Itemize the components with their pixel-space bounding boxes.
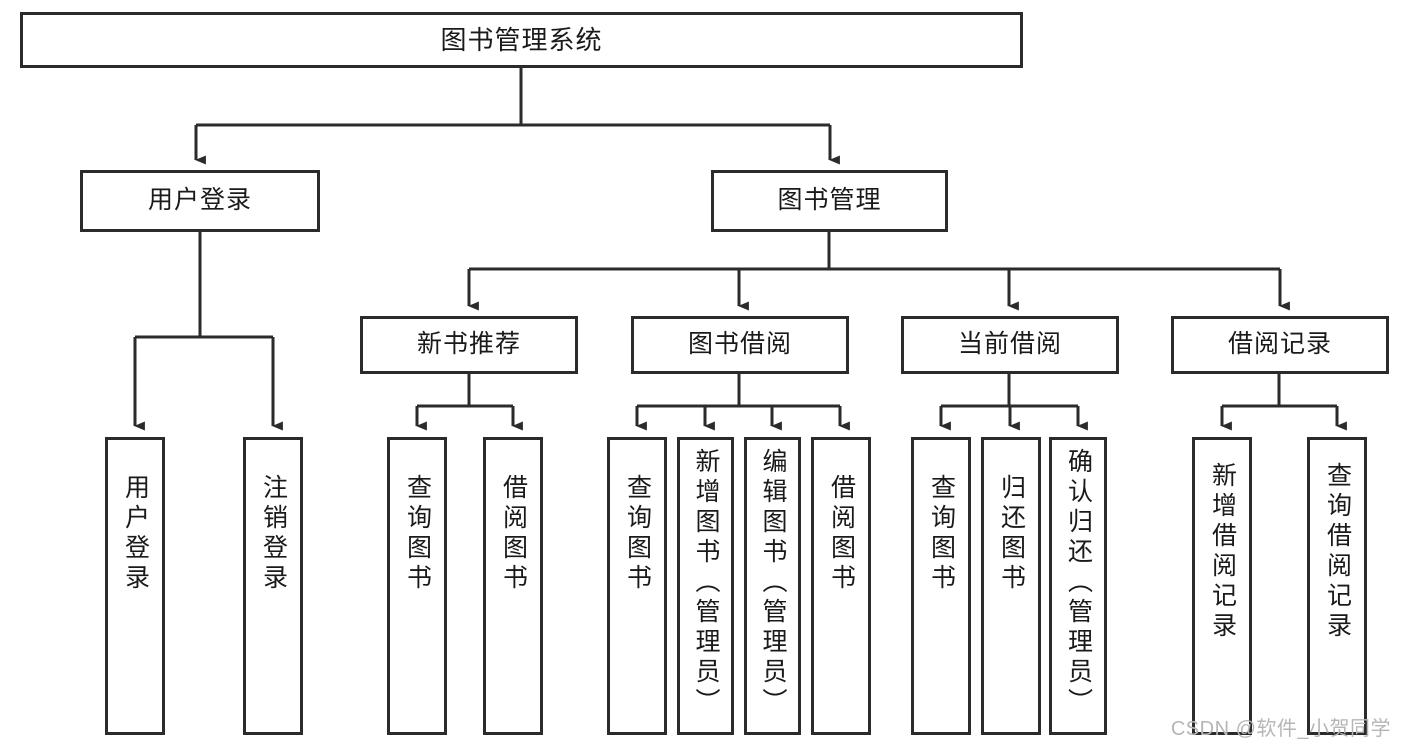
node-label: 图书管理系统 (440, 24, 603, 55)
node-label: 查询借阅记录 (1323, 462, 1352, 642)
node-label: 用户登录 (147, 186, 252, 215)
node-label: 查询图书 (403, 474, 432, 594)
node-label: 归还图书 (997, 474, 1026, 594)
node-label: 新增借阅记录 (1208, 462, 1237, 642)
leaf-confirm-return-admin[interactable]: 确认归还（管理员） (1049, 437, 1107, 735)
node-current-borrow[interactable]: 当前借阅 (901, 316, 1119, 374)
node-label: 借阅记录 (1227, 330, 1332, 359)
node-user-login[interactable]: 用户登录 (80, 170, 320, 232)
leaf-add-borrow-record[interactable]: 新增借阅记录 (1192, 437, 1252, 735)
node-book-management[interactable]: 图书管理 (711, 170, 948, 232)
leaf-edit-book-admin[interactable]: 编辑图书（管理员） (744, 437, 801, 735)
node-label: 编辑图书（管理员） (759, 448, 787, 718)
leaf-query-book-recommend[interactable]: 查询图书 (387, 437, 447, 735)
node-borrow-record[interactable]: 借阅记录 (1171, 316, 1389, 374)
leaf-logout[interactable]: 注销登录 (243, 437, 303, 735)
node-root[interactable]: 图书管理系统 (20, 12, 1023, 68)
node-label: 查询图书 (623, 474, 652, 594)
node-label: 图书管理 (777, 186, 882, 215)
node-new-book-recommend[interactable]: 新书推荐 (360, 316, 578, 374)
leaf-query-book-borrow[interactable]: 查询图书 (607, 437, 667, 735)
node-label: 借阅图书 (499, 474, 528, 594)
leaf-add-book-admin[interactable]: 新增图书（管理员） (677, 437, 734, 735)
node-label: 确认归还（管理员） (1064, 448, 1093, 718)
node-label: 查询图书 (927, 474, 956, 594)
node-label: 注销登录 (259, 474, 288, 594)
node-label: 图书借阅 (687, 330, 792, 359)
csdn-watermark: CSDN @软件_小贺同学 (1170, 718, 1391, 740)
leaf-borrow-book-recommend[interactable]: 借阅图书 (483, 437, 543, 735)
node-book-borrow[interactable]: 图书借阅 (631, 316, 849, 374)
leaf-return-book[interactable]: 归还图书 (981, 437, 1041, 735)
leaf-user-login[interactable]: 用户登录 (105, 437, 165, 735)
node-label: 新增图书（管理员） (692, 448, 720, 718)
leaf-query-book-current[interactable]: 查询图书 (911, 437, 971, 735)
node-label: 当前借阅 (957, 330, 1062, 359)
node-label: 用户登录 (121, 474, 150, 594)
leaf-query-borrow-record[interactable]: 查询借阅记录 (1307, 437, 1367, 735)
leaf-borrow-book[interactable]: 借阅图书 (811, 437, 871, 735)
node-label: 新书推荐 (416, 330, 521, 359)
node-label: 借阅图书 (827, 474, 856, 594)
